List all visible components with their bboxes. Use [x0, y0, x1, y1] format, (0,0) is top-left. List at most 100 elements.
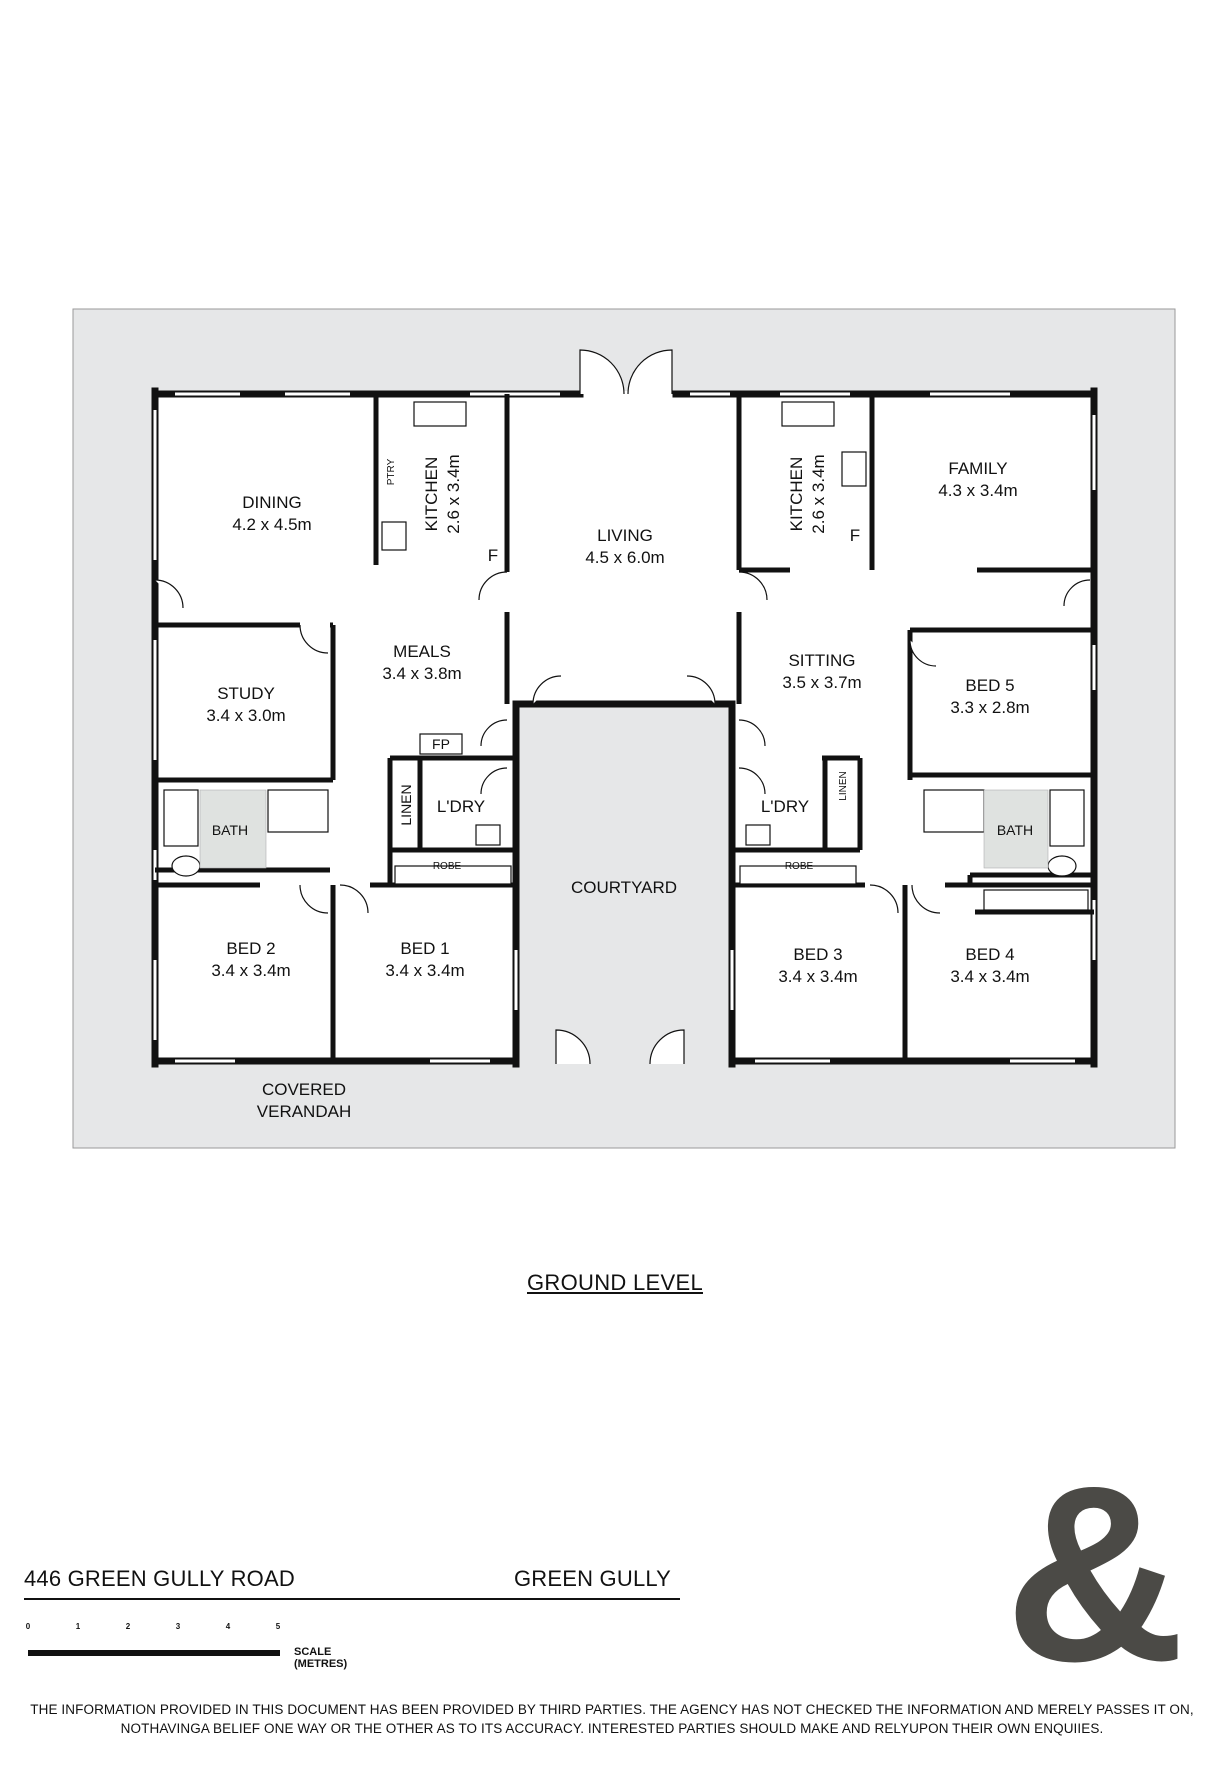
robe-bed4	[983, 889, 1089, 911]
tub-right	[1049, 789, 1085, 847]
toilet-right	[1047, 855, 1077, 877]
bed1-door	[339, 884, 369, 914]
room-name-bed5: BED 5	[965, 676, 1014, 695]
courtyard-door-left	[532, 675, 562, 705]
dining-door	[154, 579, 184, 609]
scale-tick-1: 1	[75, 1622, 81, 1631]
scale-label: SCALE (METRES)	[294, 1646, 348, 1670]
room-dims-bed1: 3.4 x 3.4m	[385, 961, 464, 980]
tub-left	[163, 789, 199, 847]
toilet-left	[171, 855, 201, 877]
courtyard-exit-right	[649, 1029, 685, 1065]
shower-left	[267, 789, 329, 833]
room-dims-kitchen-right: 2.6 x 3.4m	[809, 454, 828, 533]
room-dims-kitchen-left: 2.6 x 3.4m	[444, 454, 463, 533]
scale-tick-5: 5	[275, 1622, 281, 1631]
room-name-kitchen-right: KITCHEN	[787, 457, 806, 532]
level-title: GROUND LEVEL	[527, 1270, 703, 1295]
entry-door-right	[627, 349, 673, 395]
cooktop-left	[381, 521, 407, 551]
room-name-bed4: BED 4	[965, 945, 1014, 964]
bath-tiles	[199, 789, 1049, 869]
scale-bar	[28, 1650, 280, 1656]
address-underline	[24, 1598, 680, 1600]
room-dims-living: 4.5 x 6.0m	[585, 548, 664, 567]
covered-verandah-label-2: VERANDAH	[257, 1102, 351, 1121]
ampersand-logo-glyph: &	[1005, 1460, 1186, 1670]
laundry-door-right	[738, 767, 766, 795]
room-dims-bed3: 3.4 x 3.4m	[778, 967, 857, 986]
windows	[153, 392, 1096, 1063]
room-dims-family: 4.3 x 3.4m	[938, 481, 1017, 500]
living-door-left	[478, 571, 508, 601]
room-name-family: FAMILY	[948, 459, 1007, 478]
room-dims-bed5: 3.3 x 2.8m	[950, 698, 1029, 717]
room-dims-bed2: 3.4 x 3.4m	[211, 961, 290, 980]
fireplace	[419, 733, 463, 755]
covered-verandah-label-1: COVERED	[262, 1080, 346, 1099]
robe-label-right: ROBE	[785, 861, 814, 872]
bed4-door	[911, 884, 941, 914]
sink-right	[781, 401, 835, 427]
bed2-door	[299, 884, 329, 914]
room-name-meals: MEALS	[393, 642, 451, 661]
room-dims-dining: 4.2 x 4.5m	[232, 515, 311, 534]
bed3-door	[869, 884, 899, 914]
laundry-label-right: L'DRY	[761, 797, 809, 816]
fixtures	[163, 401, 1089, 911]
room-dims-study: 3.4 x 3.0m	[206, 706, 285, 725]
laundry-label-left: L'DRY	[437, 797, 485, 816]
sitting-door	[738, 719, 766, 747]
scale-tick-4: 4	[225, 1622, 231, 1631]
courtyard-label: COURTYARD	[571, 878, 677, 897]
room-name-kitchen-left: KITCHEN	[422, 457, 441, 532]
bath-label-left: BATH	[212, 822, 248, 838]
fridge-label-left: F	[488, 546, 498, 565]
linen-label-right: LINEN	[838, 771, 849, 800]
ampersand-logo: &	[1005, 1460, 1186, 1670]
room-name-sitting: SITTING	[788, 651, 855, 670]
suburb: GREEN GULLY	[514, 1566, 672, 1591]
family-door	[1063, 579, 1091, 607]
door-swings	[154, 349, 1091, 1065]
living-door-right	[738, 571, 768, 601]
robe-left	[394, 865, 512, 885]
courtyard-area	[518, 704, 730, 1068]
laundry-door-left	[480, 767, 508, 795]
bath-label-right: BATH	[997, 822, 1033, 838]
robe-right	[739, 865, 857, 885]
fridge-label-right: F	[850, 526, 860, 545]
scale-tick-2: 2	[125, 1622, 131, 1631]
scale-tick-0: 0	[25, 1622, 31, 1631]
scale-tick-3: 3	[175, 1622, 181, 1631]
laundry-tub-left	[475, 824, 501, 846]
scale-bar-legend: 0 1 2 3 4 5 SCALE (METRES)	[24, 1622, 384, 1670]
room-name-bed2: BED 2	[226, 939, 275, 958]
cooktop-right	[841, 451, 867, 487]
pantry-label: PTRY	[386, 458, 397, 485]
room-dims-meals: 3.4 x 3.8m	[382, 664, 461, 683]
linen-label-left: LINEN	[398, 784, 414, 825]
shower-right	[923, 789, 985, 833]
fireplace-label: FP	[432, 736, 450, 752]
room-name-study: STUDY	[217, 684, 275, 703]
room-dims-sitting: 3.5 x 3.7m	[782, 673, 861, 692]
room-dims-bed4: 3.4 x 3.4m	[950, 967, 1029, 986]
courtyard-exit-left	[555, 1029, 591, 1065]
entry-door-left	[579, 349, 625, 395]
room-name-living: LIVING	[597, 526, 653, 545]
laundry-tub-right	[745, 824, 771, 846]
room-name-dining: DINING	[242, 493, 302, 512]
robe-label-left: ROBE	[433, 861, 462, 872]
bed5-door	[909, 639, 937, 667]
study-door	[299, 624, 329, 654]
courtyard-door-right	[686, 675, 716, 705]
disclaimer: THE INFORMATION PROVIDED IN THIS DOCUMEN…	[30, 1702, 1194, 1736]
room-name-bed1: BED 1	[400, 939, 449, 958]
meals-door	[480, 719, 508, 747]
street-address: 446 GREEN GULLY ROAD	[24, 1566, 295, 1591]
room-name-bed3: BED 3	[793, 945, 842, 964]
sink-left	[413, 401, 467, 427]
room-labels: DINING 4.2 x 4.5m KITCHEN 2.6 x 3.4m LIV…	[206, 454, 1033, 1121]
